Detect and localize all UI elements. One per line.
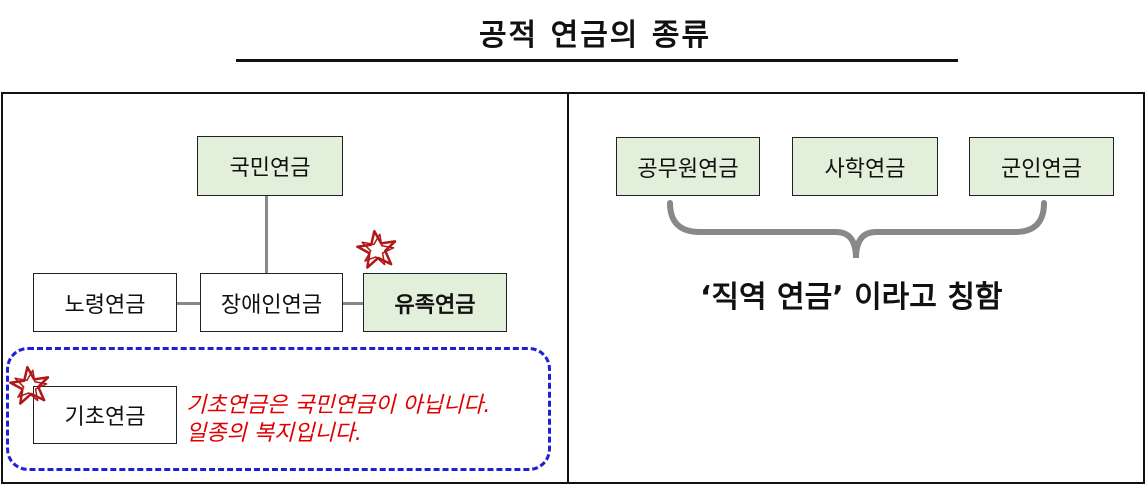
occupational-pension-caption: ‘직역 연금’ 이라고 칭함 (700, 280, 1003, 315)
old-age-pension-box: 노령연금 (33, 273, 177, 332)
page-title: 공적 연금의 종류 (478, 18, 712, 53)
survivor-pension-box: 유족연금 (363, 273, 507, 332)
connector-disability-to-survivor (343, 302, 363, 305)
connector-oldage-to-disability (177, 302, 200, 305)
military-pension-box: 군인연금 (969, 137, 1114, 196)
note-line-2: 일종의 복지입니다. (186, 421, 362, 446)
private-school-pension-box: 사학연금 (792, 137, 938, 196)
star-icon (9, 365, 50, 405)
civil-servant-pension-box: 공무원연금 (616, 137, 760, 196)
title-underline (236, 59, 958, 62)
basic-pension-callout (6, 347, 551, 471)
basic-pension-box: 기초연금 (33, 386, 177, 444)
star-icon (356, 229, 397, 269)
basic-pension-note: 기초연금은 국민연금이 아닙니다. 일종의 복지입니다. (186, 392, 490, 448)
grouping-brace (667, 200, 1047, 259)
connector-national-to-disability (265, 196, 268, 273)
note-line-1: 기초연금은 국민연금이 아닙니다. (186, 393, 491, 418)
disability-pension-box: 장애인연금 (200, 273, 343, 332)
occupational-pension-panel (567, 92, 1145, 484)
national-pension-box: 국민연금 (197, 136, 343, 196)
